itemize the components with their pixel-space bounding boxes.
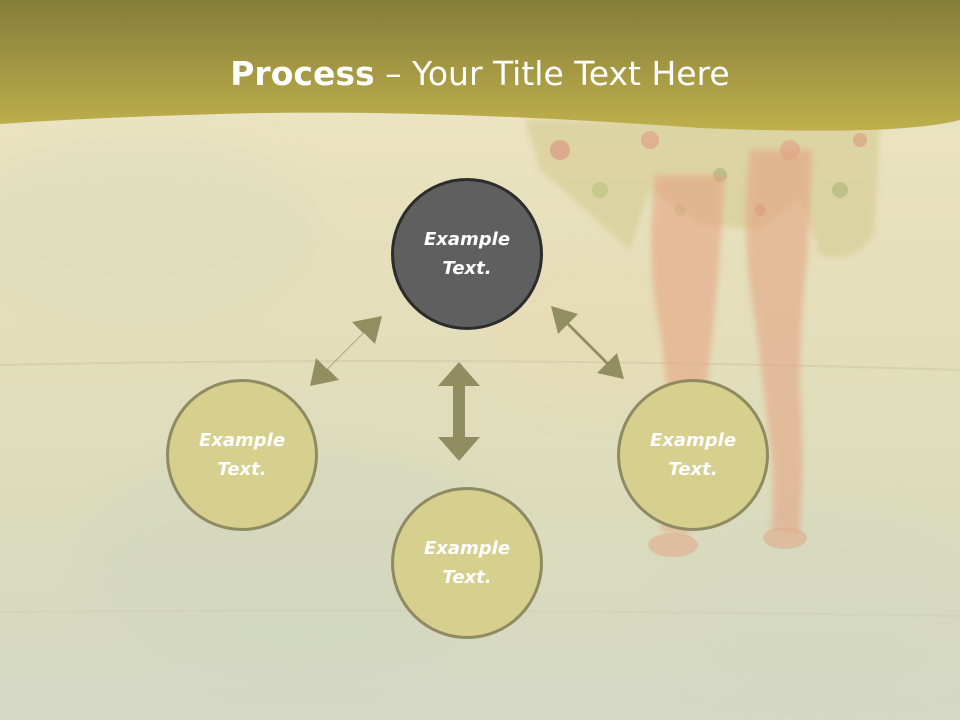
bottom-node: Example Text. — [391, 487, 543, 639]
left-node: Example Text. — [166, 379, 318, 531]
right-node-label: Example Text. — [649, 430, 737, 480]
slide-title: Process – Your Title Text Here — [0, 50, 960, 98]
center-node: Example Text. — [391, 178, 543, 330]
center-node-label: Example Text. — [423, 229, 511, 279]
bottom-node-label: Example Text. — [423, 538, 511, 588]
title-rest: – Your Title Text Here — [374, 54, 730, 93]
arrow-center-left — [310, 316, 382, 386]
right-node: Example Text. — [617, 379, 769, 531]
arrow-center-bottom — [438, 362, 480, 461]
arrow-center-right — [551, 306, 624, 379]
title-bold: Process — [230, 54, 375, 93]
left-node-label: Example Text. — [198, 430, 286, 480]
header-band — [0, 0, 960, 131]
